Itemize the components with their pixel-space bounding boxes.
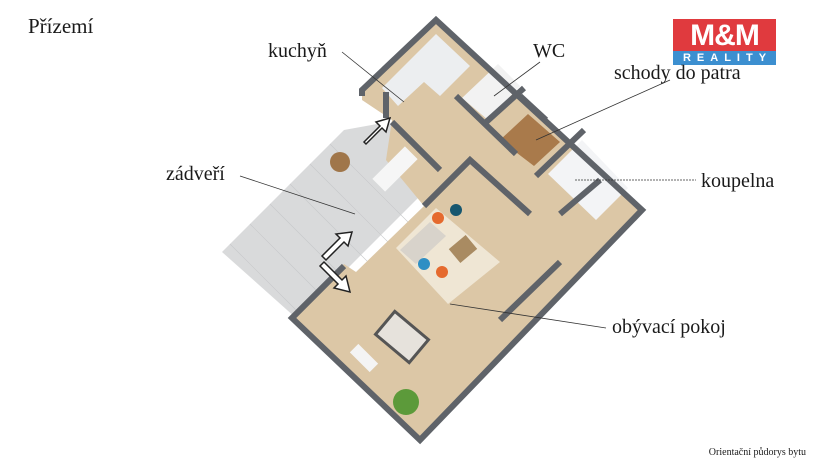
tv-cabinet [349,343,379,373]
logo-brand: M&M [673,19,776,52]
dining-table [373,309,431,365]
walls [287,15,647,445]
logo-subtitle: REALITY [673,51,776,65]
sofa [400,222,446,264]
leader-lines [239,51,696,329]
wc-room [462,64,520,120]
terrace-table [330,152,350,172]
mm-reality-logo: M&M REALITY [673,19,776,67]
kitchen-counter [382,34,470,106]
entry-arrows [318,116,392,294]
cushion-orange-2 [436,266,448,278]
label-wc: WC [533,40,566,62]
label-vestibule: zádveří [166,163,225,185]
arrow-kitchen-icon [362,116,392,146]
label-living: obývací pokoj [612,316,726,338]
cushion-orange [432,212,444,224]
footer-note: Orientační půdorys bytu [708,447,806,458]
arrow-vestibule-icon [320,231,354,262]
label-stairs: schody do patra [614,62,741,84]
cushion-teal [450,204,462,216]
coffee-table [448,235,478,263]
plant [393,389,419,415]
cushion-blue [418,258,430,270]
kitchen-island [372,146,418,192]
label-kitchen: kuchyň [268,40,327,62]
label-bathroom: koupelna [701,170,775,192]
floor-title: Přízemí [28,14,94,38]
stairs [500,114,560,166]
arrow-living-icon [318,260,352,294]
